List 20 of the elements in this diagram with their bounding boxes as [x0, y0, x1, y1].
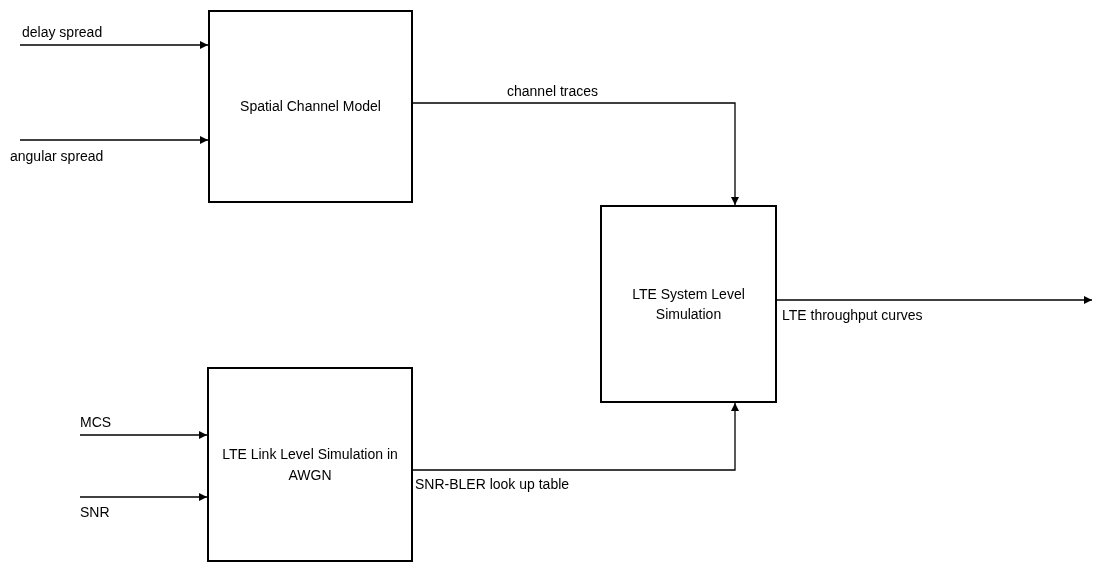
- arrow: [776, 296, 1093, 304]
- edge-label: SNR-BLER look up table: [415, 476, 570, 493]
- arrow: [19, 41, 209, 49]
- arrow: [19, 136, 209, 144]
- process-box: [600, 205, 777, 403]
- edge-label: delay spread: [22, 24, 103, 41]
- box-label: LTE Link Level Simulation in AWGN: [221, 445, 399, 485]
- box-label: LTE System Level Simulation: [631, 284, 746, 324]
- arrow: [79, 431, 208, 439]
- arrow: [412, 402, 739, 471]
- process-box: [208, 10, 413, 203]
- edge-label: SNR: [80, 504, 110, 521]
- edge-label: channel traces: [507, 83, 599, 100]
- edge-label: LTE throughput curves: [782, 307, 923, 324]
- arrow: [79, 493, 208, 501]
- process-box: [207, 367, 413, 562]
- edge-label: MCS: [80, 414, 112, 431]
- edge-label: angular spread: [10, 148, 104, 165]
- arrow: [412, 102, 739, 206]
- box-label: Spatial Channel Model: [240, 97, 381, 117]
